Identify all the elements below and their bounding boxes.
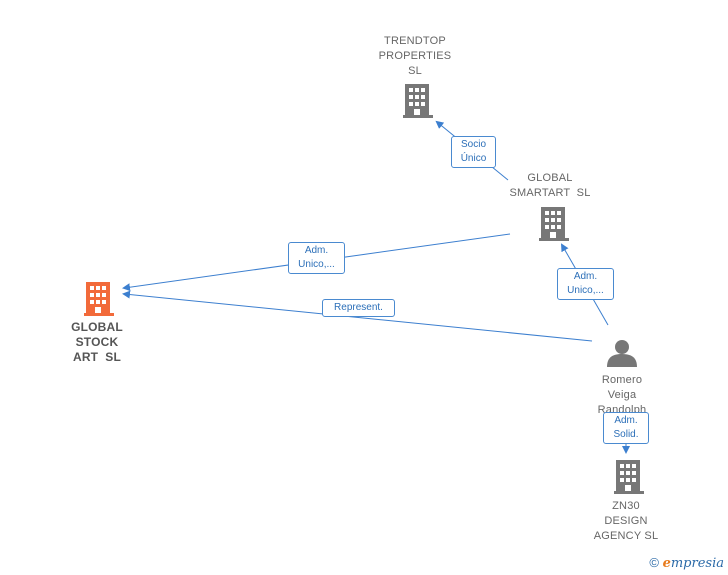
- building-icon: [539, 207, 569, 241]
- node-label-line: SL: [408, 65, 422, 77]
- node-stockart[interactable]: GLOBAL STOCK ART SL: [52, 320, 142, 365]
- node-trendtop[interactable]: TRENDTOP PROPERTIES SL: [365, 34, 465, 79]
- edge-label-line: Unico,...: [567, 285, 604, 296]
- node-label-line: ART SL: [72, 350, 122, 364]
- edge-label-socio-unico[interactable]: Socio Único: [451, 136, 496, 168]
- edge-label-line: Solid.: [613, 429, 639, 440]
- node-label-line: Romero: [601, 374, 643, 386]
- edge-label-line: Adm.: [304, 245, 329, 256]
- empresia-logo[interactable]: © empresia: [649, 555, 724, 571]
- edge-label-line: Adm.: [614, 415, 638, 426]
- edge-label-line: Adm.: [573, 271, 598, 282]
- node-zn30[interactable]: ZN30 DESIGN AGENCY SL: [580, 499, 672, 544]
- node-label-line: SMARTART SL: [509, 187, 591, 199]
- edge-label-line: Unico,...: [298, 259, 335, 270]
- building-icon: [614, 460, 644, 494]
- node-label-line: Veiga: [607, 389, 637, 401]
- node-smartart[interactable]: GLOBAL SMARTART SL: [495, 171, 605, 201]
- edge-label-adm-solid[interactable]: Adm. Solid.: [603, 412, 649, 444]
- node-label-line: GLOBAL: [527, 172, 573, 184]
- edge-label-line: Único: [460, 153, 487, 164]
- brand-initial: e: [662, 556, 671, 571]
- node-label-line: ZN30: [612, 500, 640, 512]
- brand-name: mpresia: [670, 556, 724, 571]
- node-label-line: STOCK: [75, 335, 119, 349]
- node-label-line: DESIGN: [604, 515, 648, 527]
- edge-line-person-stockart: [122, 290, 593, 342]
- node-label-line: Randolph: [597, 404, 647, 415]
- building-icon: [84, 282, 114, 316]
- edge-label-line: Represent.: [334, 302, 383, 313]
- edge-label-adm-unico[interactable]: Adm. Unico,...: [288, 242, 345, 274]
- node-label-line: GLOBAL: [71, 320, 123, 334]
- person-icon: [607, 340, 637, 367]
- building-icon: [403, 84, 433, 118]
- edge-label-represent[interactable]: Represent.: [322, 299, 395, 317]
- node-label-line: PROPERTIES: [378, 50, 452, 62]
- copyright-icon: ©: [649, 555, 659, 570]
- node-label-line: TRENDTOP: [384, 35, 446, 47]
- edge-label-line: Socio: [460, 139, 486, 150]
- node-label-line: AGENCY SL: [593, 530, 659, 542]
- node-person[interactable]: Romero Veiga Randolph: [580, 373, 664, 415]
- edge-label-adm-unico[interactable]: Adm. Unico,...: [557, 268, 614, 300]
